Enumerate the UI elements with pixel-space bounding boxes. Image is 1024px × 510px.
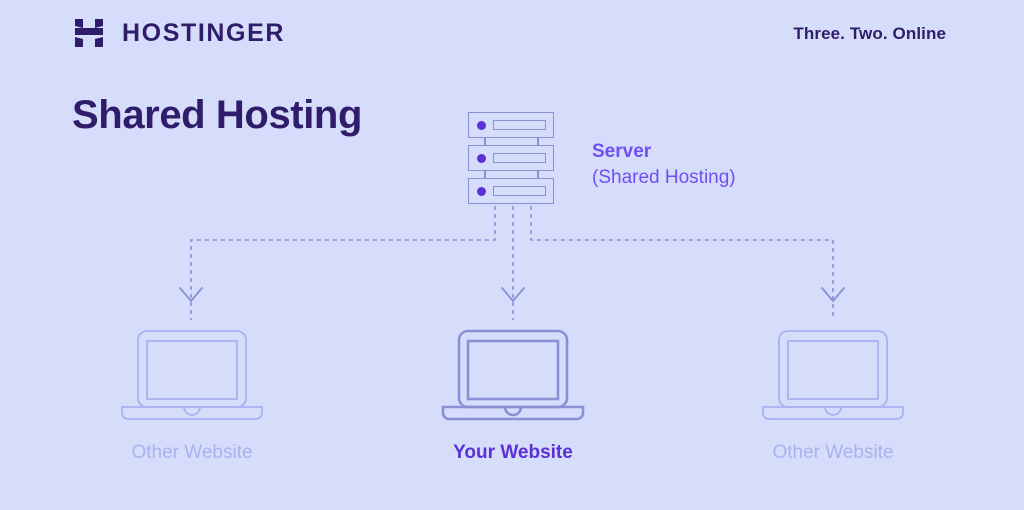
server-riser bbox=[537, 171, 539, 179]
server-caption-sub: (Shared Hosting) bbox=[592, 166, 736, 188]
server-riser bbox=[484, 171, 486, 179]
site-node-center: Your Website bbox=[403, 325, 623, 464]
brand-wordmark: HOSTINGER bbox=[122, 18, 286, 47]
server-led-icon bbox=[477, 120, 486, 130]
server-caption-main: Server bbox=[592, 141, 652, 162]
site-label: Other Website bbox=[131, 442, 253, 463]
hostinger-h-logo-icon bbox=[75, 19, 103, 47]
server-riser bbox=[537, 138, 539, 146]
server-slot bbox=[493, 120, 546, 130]
site-node-left: Other Website bbox=[82, 325, 302, 464]
server-caption: Server (Shared Hosting) bbox=[592, 139, 736, 190]
arrow-head-center bbox=[501, 287, 525, 302]
site-label: Your Website bbox=[453, 442, 573, 463]
laptop-icon bbox=[121, 330, 263, 420]
laptop-icon bbox=[441, 329, 585, 421]
page-title: Shared Hosting bbox=[72, 93, 362, 137]
laptop-icon bbox=[762, 330, 904, 420]
server-rack-icon bbox=[468, 112, 560, 206]
brand-logo: HOSTINGER bbox=[72, 16, 285, 50]
server-led-icon bbox=[477, 153, 486, 163]
server-slot bbox=[493, 186, 546, 196]
site-node-right: Other Website bbox=[723, 325, 943, 464]
server-unit bbox=[468, 112, 554, 138]
server-led-icon bbox=[477, 186, 486, 196]
server-slot bbox=[493, 153, 546, 163]
server-riser bbox=[484, 138, 486, 146]
server-unit bbox=[468, 178, 554, 204]
brand-tagline: Three. Two. Online bbox=[793, 24, 946, 43]
arrow-head-right bbox=[821, 287, 845, 302]
arrow-head-left bbox=[179, 287, 203, 302]
server-unit bbox=[468, 145, 554, 171]
site-label: Other Website bbox=[772, 442, 894, 463]
